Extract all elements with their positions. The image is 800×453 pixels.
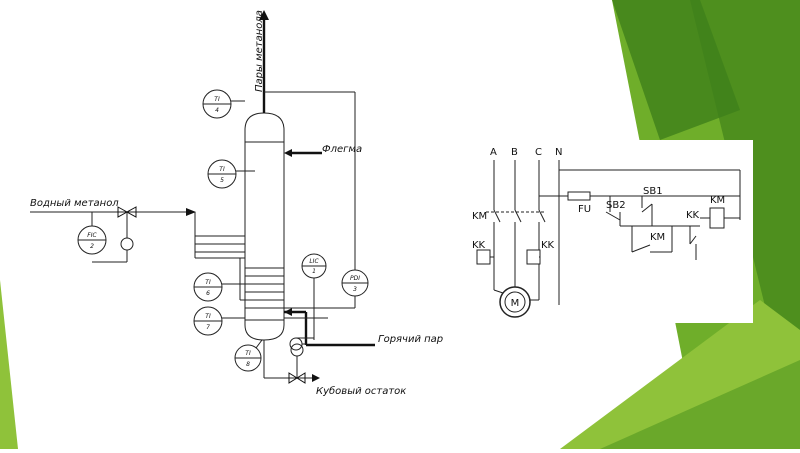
steam-label: Горячий пар <box>378 334 443 345</box>
km-hold-label: KM <box>650 232 665 243</box>
instrument-fic2: FIC 2 <box>77 225 107 255</box>
svg-text:LIC: LIC <box>309 258 319 265</box>
feed-arrow <box>186 208 196 216</box>
svg-text:TI: TI <box>205 313 211 320</box>
feed-valve-left <box>117 206 129 218</box>
svg-text:TI: TI <box>245 350 251 357</box>
km-coil <box>709 207 725 229</box>
instrument-lic1: LIC 1 <box>301 253 327 279</box>
feed-preheater <box>194 212 245 301</box>
bottoms-valve-right <box>296 372 306 384</box>
feed-label: Водный метанол <box>30 198 119 209</box>
svg-text:8: 8 <box>246 361 250 368</box>
svg-text:2: 2 <box>90 243 94 250</box>
kk-relay-left <box>476 249 491 265</box>
svg-text:7: 7 <box>206 324 210 331</box>
column-trays <box>245 267 284 309</box>
svg-text:TI: TI <box>219 166 225 173</box>
reflux-arrow <box>284 149 292 157</box>
fuse <box>567 191 591 201</box>
bottoms-arrow <box>312 374 320 382</box>
sb1-label: SB1 <box>643 186 663 197</box>
motor-label: M <box>511 298 520 309</box>
svg-text:TI: TI <box>214 96 220 103</box>
bottoms-label: Кубовый остаток <box>316 385 406 397</box>
vapor-arrow <box>259 10 269 20</box>
process-diagram: Пары метанола Флегма Водный метанол <box>30 10 443 397</box>
feed-actuator <box>120 237 134 251</box>
green-shape-top <box>612 0 740 140</box>
fuse-label: FU <box>578 204 591 215</box>
feed-valve-right <box>125 206 137 218</box>
svg-text:TI: TI <box>205 279 211 286</box>
phase-a-label: A <box>490 147 497 158</box>
sb1-contact <box>641 203 653 213</box>
svg-text:3: 3 <box>353 286 357 293</box>
instrument-ti7: TI 7 <box>193 306 223 336</box>
instrument-pdi3: PDI 3 <box>341 269 369 297</box>
vapor-label: Пары метанола <box>254 10 265 92</box>
reflux-label: Флегма <box>322 144 362 155</box>
neutral-label: N <box>555 147 562 158</box>
sb2-contact <box>605 211 621 221</box>
green-shape-bottom-dark <box>600 360 800 449</box>
instrument-ti5: TI 5 <box>207 159 237 189</box>
sb2-label: SB2 <box>606 200 626 211</box>
green-shape-left <box>0 280 18 449</box>
kk-left-label: KK <box>472 240 486 251</box>
kk-contact-label: KK <box>686 210 700 221</box>
svg-text:FIC: FIC <box>87 232 97 239</box>
motor <box>499 286 531 318</box>
phase-c-label: C <box>535 147 542 158</box>
motor-circuit: A B C N KM KK KK M FU <box>470 140 753 323</box>
svg-text:1: 1 <box>312 268 316 275</box>
instrument-ti6: TI 6 <box>193 272 223 302</box>
km-main-label: KM <box>472 211 487 222</box>
kk-right-label: KK <box>541 240 555 251</box>
km-coil-label: KM <box>710 195 725 206</box>
instrument-ti4: TI 4 <box>202 89 232 119</box>
kk-relay-right <box>526 249 541 265</box>
kk-contact <box>689 235 697 245</box>
instrument-ti8: TI 8 <box>234 344 262 372</box>
km-hold-contact <box>631 244 651 253</box>
svg-text:4: 4 <box>215 107 219 114</box>
bottoms-valve-left <box>288 372 298 384</box>
svg-text:5: 5 <box>220 177 224 184</box>
phase-b-label: B <box>511 147 518 158</box>
bottoms-actuator <box>290 343 304 357</box>
steam-arrow <box>284 308 292 316</box>
svg-text:6: 6 <box>206 290 210 297</box>
distillation-column <box>244 112 285 341</box>
svg-text:PDI: PDI <box>350 275 360 282</box>
